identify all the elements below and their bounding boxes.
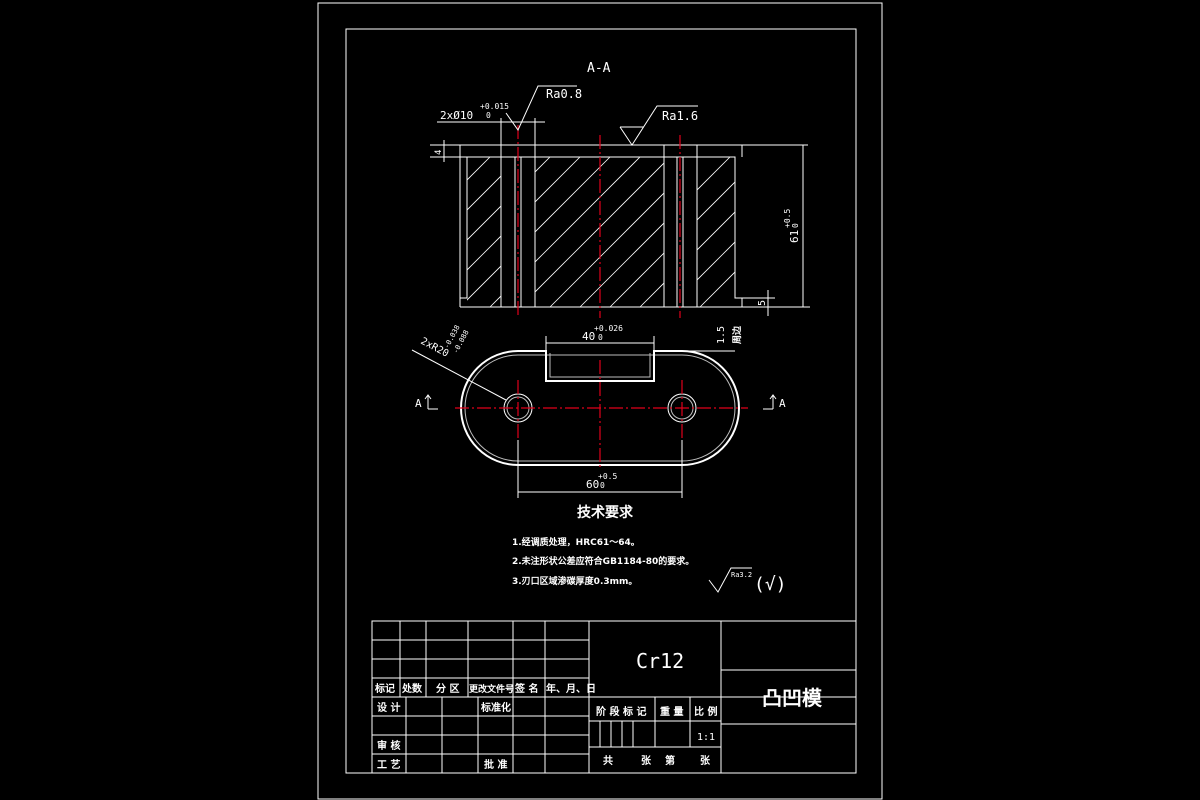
sheet-unit2-label: 张 — [700, 754, 711, 767]
hatch-left — [467, 157, 501, 307]
height-dim-text: 61 — [788, 230, 801, 243]
title-block: Cr12 凸凹模 标记 处数 分 区 更改文件号 签 名 年、月、日 设 计 标… — [371, 620, 857, 774]
material-text: Cr12 — [636, 649, 684, 673]
stage-label: 阶 段 标 记 — [596, 705, 646, 718]
check-label: 审 核 — [377, 739, 400, 752]
rev-header-zone: 分 区 — [436, 682, 459, 695]
technical-requirements: 技术要求 1.经调质处理，HRC61～64。 2.未注形状公差应符合GB1184… — [512, 504, 787, 595]
step-dim-text: 4 — [434, 150, 444, 155]
roughness-symbol-right — [619, 105, 698, 146]
scale-label: 比 例 — [694, 705, 717, 718]
hole-dim-text: 2xØ10 — [440, 109, 473, 122]
requirement-3: 3.刃口区域渗碳厚度0.3mm。 — [512, 575, 637, 587]
slot-dim-text: 40 — [582, 330, 595, 343]
requirement-2: 2.未注形状公差应符合GB1184-80的要求。 — [512, 555, 694, 567]
bottom-dim-text: 5 — [757, 300, 768, 306]
section-view: A-A — [430, 61, 810, 318]
depth-note: 周边 — [731, 325, 743, 344]
weight-label: 重 量 — [660, 705, 683, 718]
slot-tol-lower: 0 — [598, 333, 603, 342]
slot-tol-upper: +0.026 — [594, 324, 623, 333]
total-sheets-label: 共 — [603, 754, 613, 767]
height-tol-lower: 0 — [791, 223, 800, 228]
sheets-unit-label: 张 — [641, 754, 652, 767]
rev-header-date: 年、月、日 — [546, 682, 596, 695]
height-tol-upper: +0.5 — [783, 209, 792, 228]
approve-label: 批 准 — [484, 758, 507, 771]
surface-finish-paren: (√) — [754, 574, 787, 595]
design-label: 设 计 — [377, 701, 400, 714]
hatch-middle — [535, 157, 664, 307]
roughness-label-right: Ra1.6 — [662, 109, 698, 123]
rev-header-count: 处数 — [401, 682, 423, 695]
hole-tol-upper: +0.015 — [480, 102, 509, 111]
section-outline — [459, 156, 743, 308]
section-title: A-A — [587, 61, 611, 76]
requirement-1: 1.经调质处理，HRC61～64。 — [512, 536, 640, 548]
plan-view: A A 2xR20 -0.038 -0.088 40 +0.026 0 1.5 … — [411, 324, 786, 498]
requirements-heading: 技术要求 — [577, 504, 634, 521]
outer-frame — [317, 2, 883, 800]
rev-header-file: 更改文件号 — [469, 683, 514, 695]
roughness-label-left: Ra0.8 — [546, 87, 582, 101]
rev-header-sign: 签 名 — [514, 682, 538, 695]
surface-finish-symbol — [708, 567, 752, 593]
hatch-right — [697, 157, 735, 307]
surface-finish-label: Ra3.2 — [731, 571, 752, 579]
rev-header-mark: 标记 — [374, 682, 395, 695]
scale-value: 1:1 — [697, 732, 715, 743]
section-mark-right: A — [779, 397, 786, 410]
center-tol-upper: +0.5 — [598, 472, 617, 481]
standardize-label: 标准化 — [480, 701, 511, 714]
center-dim-text: 60 — [586, 478, 599, 491]
center-tol-lower: 0 — [600, 481, 605, 490]
section-mark-left: A — [415, 397, 422, 410]
plan-notch — [545, 351, 655, 382]
part-name-text: 凸凹模 — [762, 686, 823, 710]
chamfer-leader — [411, 349, 507, 401]
process-label: 工 艺 — [377, 758, 400, 771]
depth-dim-text: 1.5 — [716, 326, 727, 344]
sheet-no-label: 第 — [665, 754, 675, 767]
hole-tol-lower: 0 — [486, 111, 491, 120]
